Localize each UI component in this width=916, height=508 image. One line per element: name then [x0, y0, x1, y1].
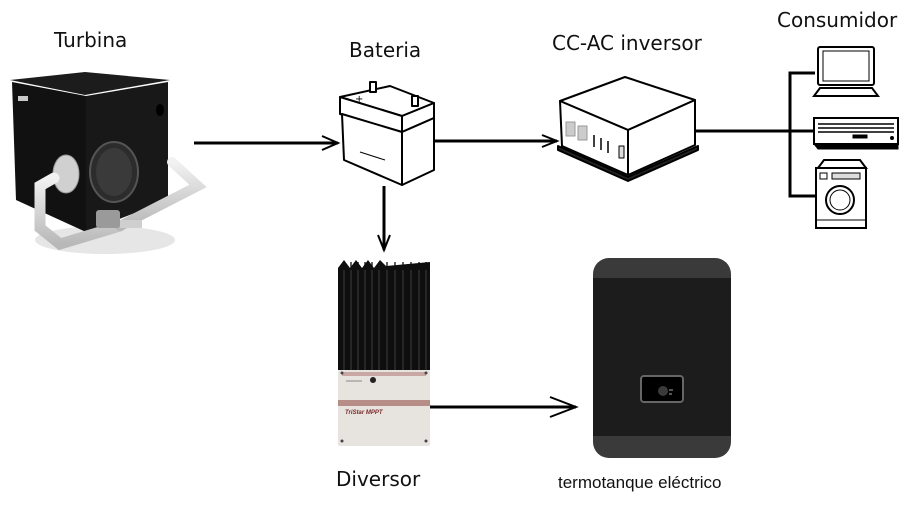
consumer-bus [696, 71, 815, 198]
battery-icon [339, 81, 435, 186]
diverter-label: Diversor [336, 467, 421, 491]
arrow-turbine-to-battery [194, 135, 341, 151]
diverter-brand-text: TriStar MPPT [345, 410, 384, 416]
battery-plus-terminal: + [355, 94, 363, 105]
inverter-icon [557, 76, 699, 182]
diverter-icon: TriStar MPPT [338, 260, 430, 446]
air-conditioner-icon [812, 117, 899, 150]
arrow-battery-to-diverter [377, 186, 391, 253]
arrow-battery-to-inverter [435, 134, 560, 148]
consumer-label: Consumidor [777, 8, 898, 32]
water-heater-label: termotanque eléctrico [558, 473, 722, 492]
turbine-icon [10, 72, 207, 254]
washing-machine-icon [815, 159, 868, 229]
battery-label: Bateria [349, 38, 422, 62]
arrow-diverter-to-water-heater [430, 396, 579, 418]
inverter-label: CC-AC inversor [552, 31, 702, 55]
laptop-icon [812, 46, 880, 97]
turbine-label: Turbina [54, 28, 128, 52]
water-heater-icon [593, 258, 731, 458]
